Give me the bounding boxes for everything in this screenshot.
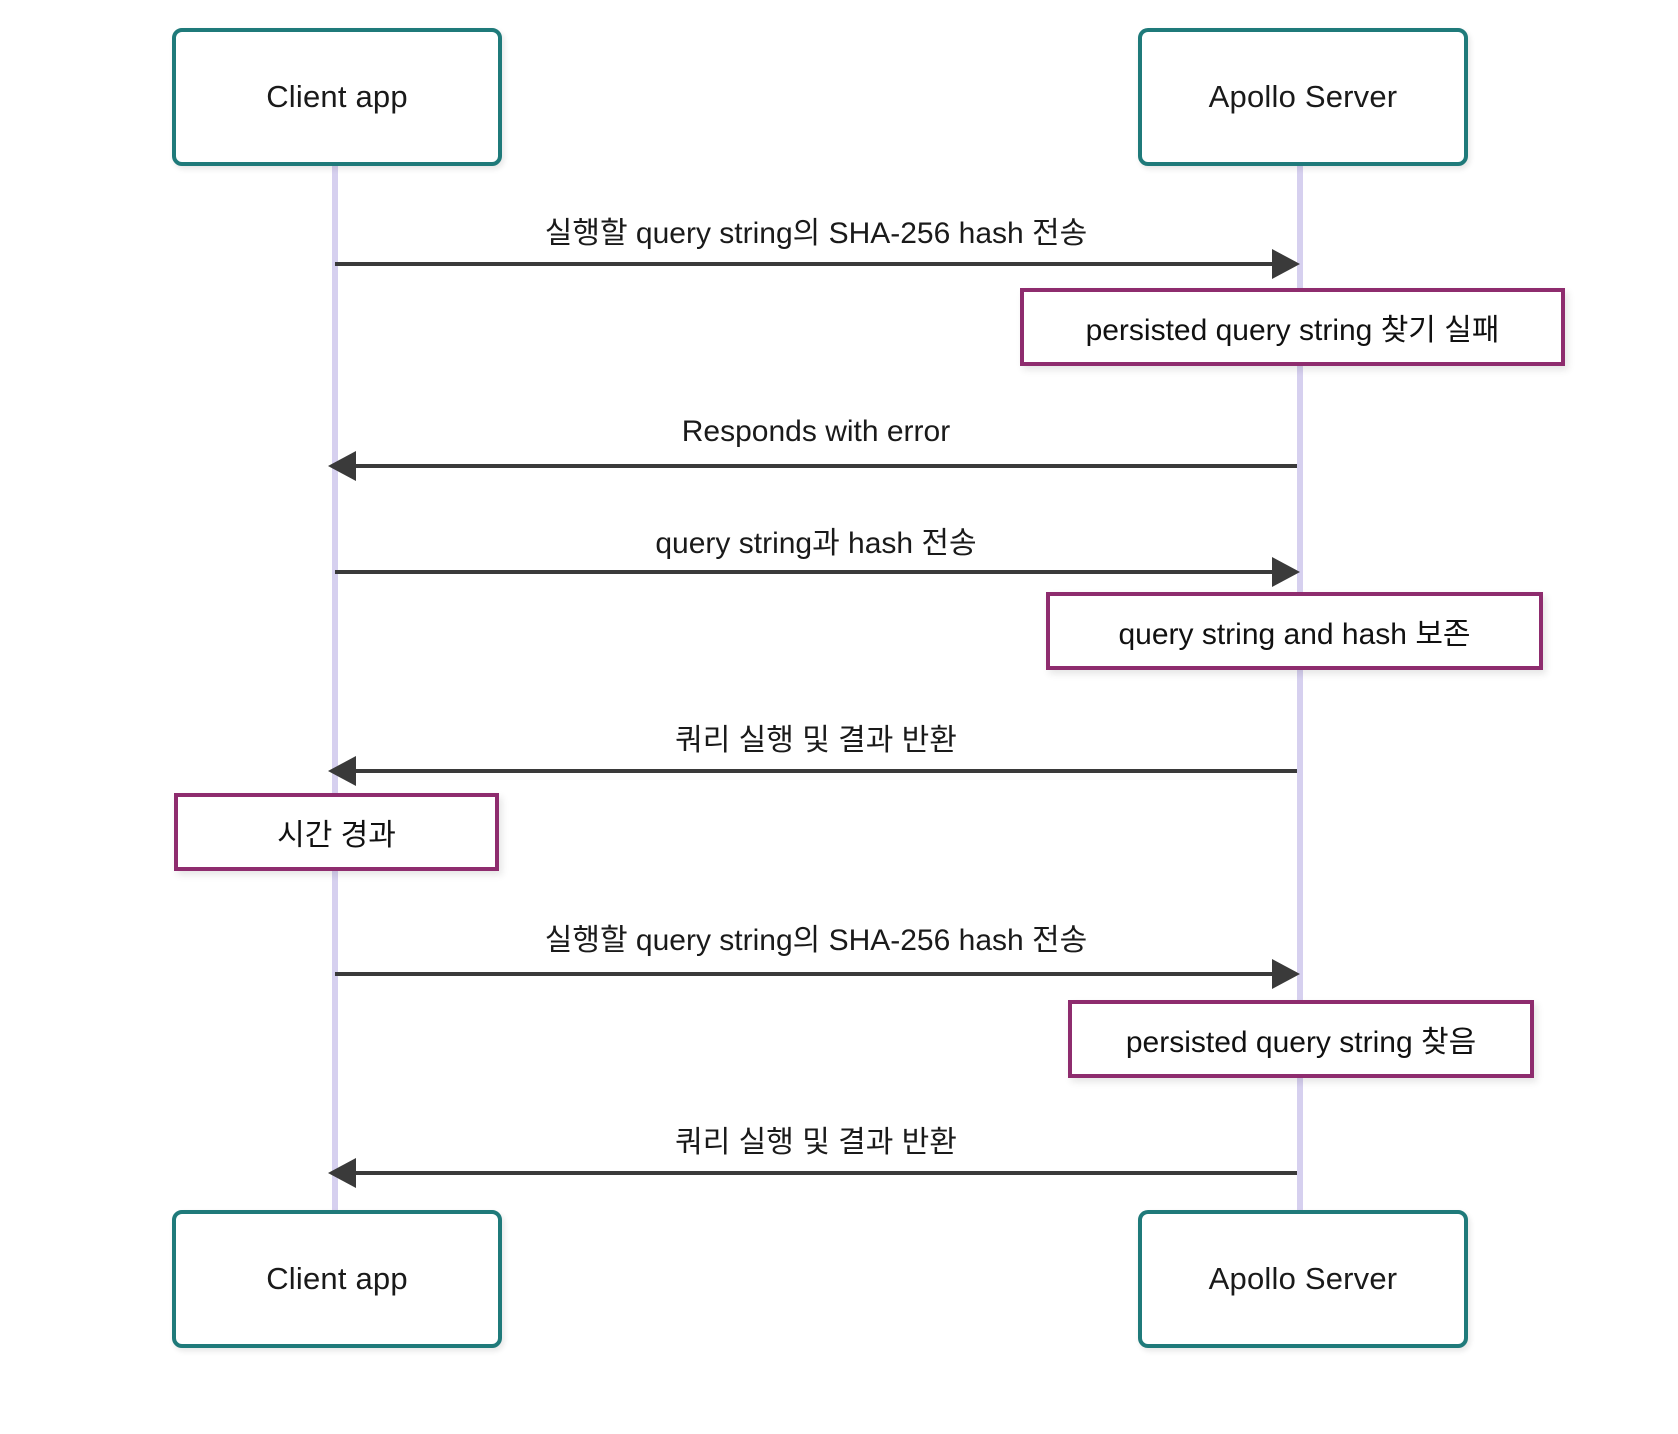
message-1-label: 실행할 query string의 SHA-256 hash 전송: [544, 217, 1088, 250]
message-1-arrowhead: [1272, 249, 1300, 279]
participant-client-app-bottom[interactable]: Client app: [172, 1210, 502, 1348]
message-5-arrowhead: [1272, 959, 1300, 989]
message-3-label: query string과 hash 전송: [655, 527, 977, 560]
participant-apollo-server-bottom[interactable]: Apollo Server: [1138, 1210, 1468, 1348]
message-5-label: 실행할 query string의 SHA-256 hash 전송: [544, 924, 1088, 957]
message-4-label: 쿼리 실행 및 결과 반환: [675, 724, 957, 757]
note-persisted-query-string-not-found[interactable]: persisted query string 찾기 실패: [1020, 288, 1565, 366]
message-1-line: [335, 262, 1279, 266]
note-store-query-string-and-hash-label: query string and hash 보존: [1118, 618, 1471, 651]
message-2-arrowhead: [328, 451, 356, 481]
message-2-line: [353, 464, 1297, 468]
note-time-elapsed-label: 시간 경과: [277, 819, 396, 852]
participant-client-app-top[interactable]: Client app: [172, 28, 502, 166]
participant-apollo-server-bottom-label: Apollo Server: [1208, 1261, 1398, 1296]
message-5-line: [335, 972, 1279, 976]
message-4-arrowhead: [328, 756, 356, 786]
message-3-line: [335, 570, 1279, 574]
participant-client-app-top-label: Client app: [266, 79, 408, 114]
message-6-label: 쿼리 실행 및 결과 반환: [675, 1126, 957, 1159]
note-persisted-query-string-found-label: persisted query string 찾음: [1125, 1026, 1477, 1059]
participant-apollo-server-top-label: Apollo Server: [1208, 79, 1398, 114]
participant-client-app-bottom-label: Client app: [266, 1261, 408, 1296]
note-persisted-query-string-found[interactable]: persisted query string 찾음: [1068, 1000, 1534, 1078]
lifeline-client-app: [332, 160, 338, 1215]
message-4-line: [353, 769, 1297, 773]
note-store-query-string-and-hash[interactable]: query string and hash 보존: [1046, 592, 1543, 670]
lifeline-apollo-server: [1297, 160, 1303, 1215]
message-6-arrowhead: [328, 1158, 356, 1188]
note-persisted-query-string-not-found-label: persisted query string 찾기 실패: [1085, 314, 1500, 347]
message-6-line: [353, 1171, 1297, 1175]
message-2-label: Responds with error: [681, 415, 951, 448]
message-3-arrowhead: [1272, 557, 1300, 587]
participant-apollo-server-top[interactable]: Apollo Server: [1138, 28, 1468, 166]
note-time-elapsed[interactable]: 시간 경과: [174, 793, 499, 871]
